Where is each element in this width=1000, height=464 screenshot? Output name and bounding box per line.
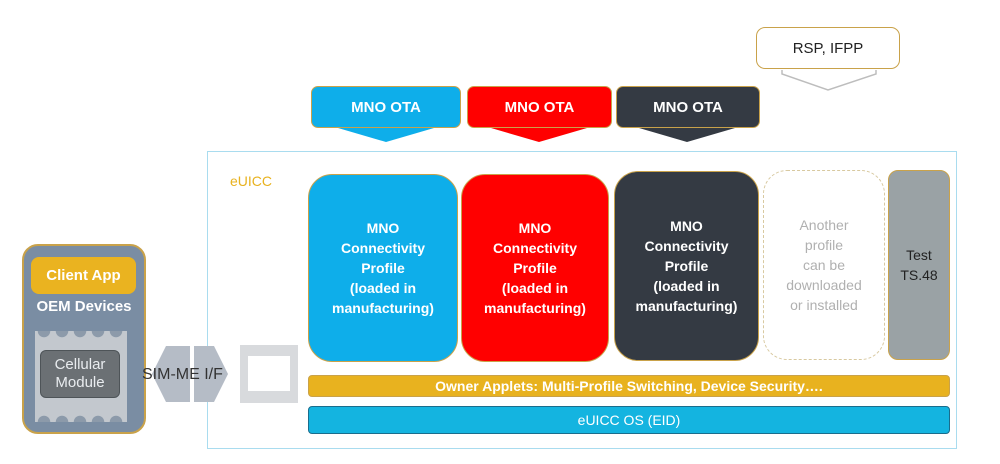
text-line: or installed	[790, 297, 858, 313]
euicc-os-label: eUICC OS (EID)	[577, 412, 681, 428]
text-line: manufacturing)	[484, 300, 586, 316]
text-line: MNO	[518, 220, 552, 236]
mno-ota-callout-blue: MNO OTA	[311, 86, 461, 128]
text-line: Connectivity	[644, 238, 729, 254]
euicc-label: eUICC	[230, 173, 273, 189]
text-line: Module	[55, 374, 105, 391]
mno-ota-callout-dark: MNO OTA	[616, 86, 760, 128]
text-line: Connectivity	[492, 240, 577, 256]
chip-pins-top	[35, 331, 127, 341]
rsp-ifpp-label: RSP, IFPP	[792, 39, 864, 57]
text-line: Profile	[361, 260, 405, 276]
interface-arrows-icon	[152, 346, 228, 402]
text-line: Another	[799, 217, 849, 233]
chip-pins-bottom	[35, 412, 127, 422]
sim-me-interface-label: SIM-ME I/F	[142, 366, 223, 383]
text-line: TS.48	[900, 267, 938, 283]
euicc-container	[207, 151, 957, 449]
text-line: Connectivity	[340, 240, 425, 256]
text-line: (loaded in	[349, 280, 417, 296]
client-app-label: Client App	[46, 267, 121, 284]
oem-devices-label: OEM Devices	[36, 298, 132, 315]
ota-arrow-blue	[338, 128, 434, 142]
text-line: MNO	[366, 220, 400, 236]
profile-text: Another profile can be downloaded or install…	[786, 215, 862, 315]
text-line: MNO	[670, 218, 703, 234]
available-profile-slot: Another profile can be downloaded or install…	[763, 170, 885, 360]
mno-ota-label: MNO OTA	[653, 98, 723, 116]
owner-applets-bar: Owner Applets: Multi-Profile Switching, …	[308, 375, 950, 397]
euicc-os-bar: eUICC OS (EID)	[308, 406, 950, 434]
rsp-ifpp-callout: RSP, IFPP	[756, 27, 900, 69]
text-line: Test	[906, 247, 932, 263]
owner-applets-label: Owner Applets: Multi-Profile Switching, …	[435, 378, 823, 394]
mno-ota-callout-red: MNO OTA	[467, 86, 612, 128]
text-line: downloaded	[786, 277, 862, 293]
ota-arrow-dark	[639, 128, 735, 142]
text-line: manufacturing)	[635, 298, 738, 314]
text-line: Profile	[513, 260, 557, 276]
text-line: manufacturing)	[332, 300, 434, 316]
ota-arrow-red	[491, 128, 587, 142]
text-line: (loaded in	[653, 278, 720, 294]
rsp-arrow	[781, 70, 877, 91]
sim-card-window	[248, 356, 290, 391]
mno-ota-label: MNO OTA	[351, 98, 421, 116]
mno-ota-label: MNO OTA	[504, 98, 575, 116]
text-line: profile	[804, 237, 844, 253]
text-line: Profile	[664, 258, 709, 274]
text-line: can be	[802, 257, 846, 273]
client-app: Client App	[31, 257, 136, 294]
text-line: Cellular	[54, 356, 106, 373]
text-line: (loaded in	[501, 280, 569, 296]
